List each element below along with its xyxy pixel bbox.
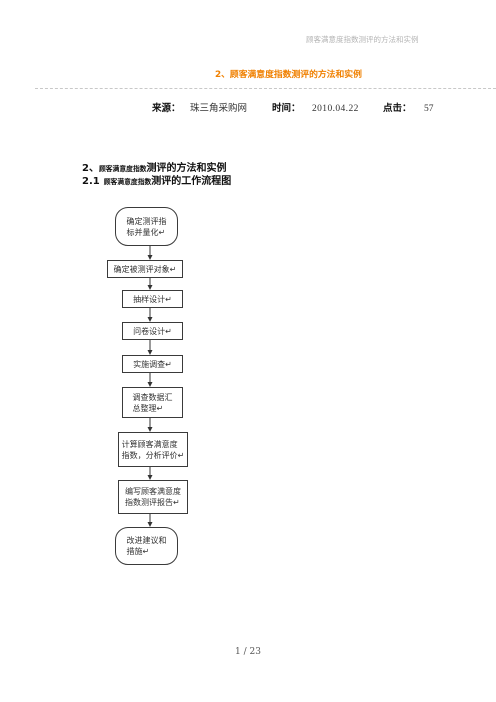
click-count: 57 bbox=[424, 104, 434, 114]
flow-step-calculate-index: 计算顾客满意度 指数，分析评价↵ bbox=[118, 432, 188, 467]
subsection-number: 2.1 bbox=[82, 176, 100, 187]
flow-arrow bbox=[147, 514, 153, 527]
flow-step-text: 调查数据汇 bbox=[132, 392, 173, 402]
flow-step-text: 确定被测评对象↵ bbox=[113, 264, 177, 274]
flow-step-text: 问卷设计↵ bbox=[133, 326, 172, 336]
flow-step-text: 改进建议和 bbox=[126, 536, 167, 545]
subsection-title-main: 测评的工作流程图 bbox=[151, 176, 232, 187]
flow-arrow bbox=[147, 278, 153, 290]
section-heading: 2、顾客满意度指数测评的方法和实例 bbox=[82, 162, 227, 176]
flow-step-sampling-design: 抽样设计↵ bbox=[122, 290, 183, 308]
running-header-title: 顾客满意度指数测评的方法和实例 bbox=[306, 35, 419, 44]
clicks-label: 点击： bbox=[383, 103, 412, 114]
flow-step-text: 指数测评报告↵ bbox=[125, 498, 180, 507]
flow-step-text: 计算顾客满意度 bbox=[121, 439, 178, 449]
flow-step-text: 编写顾客满意度 bbox=[125, 487, 181, 496]
flow-arrow bbox=[147, 418, 153, 432]
header-divider bbox=[35, 88, 496, 89]
flow-step-write-report: 编写顾客满意度 指数测评报告↵ bbox=[118, 480, 188, 514]
page-indicator: 1 / 23 bbox=[235, 647, 261, 657]
flow-arrow bbox=[147, 467, 153, 480]
flow-step-text: 确定测评指 bbox=[126, 216, 167, 226]
source-value: 珠三角采购网 bbox=[190, 104, 248, 114]
flow-step-text: 措施↵ bbox=[126, 547, 150, 556]
source-label: 来源： bbox=[152, 103, 181, 114]
flow-step-improvement: 改进建议和 措施↵ bbox=[115, 527, 178, 565]
flow-step-define-target: 确定被测评对象↵ bbox=[107, 260, 183, 278]
flow-arrow bbox=[147, 340, 153, 355]
flow-step-data-summary: 调查数据汇 总整理↵ bbox=[122, 387, 183, 418]
flow-step-questionnaire-design: 问卷设计↵ bbox=[122, 322, 183, 340]
section-title-main: 测评的方法和实例 bbox=[146, 163, 227, 174]
subsection-title-small: 顾客满意度指数 bbox=[103, 178, 152, 186]
flow-arrow bbox=[147, 373, 153, 387]
flow-step-text: 标并量化↵ bbox=[126, 227, 166, 237]
flow-step-define-indicators: 确定测评指 标并量化↵ bbox=[115, 207, 178, 246]
flow-step-text: 抽样设计↵ bbox=[133, 294, 172, 304]
section-number: 2、 bbox=[82, 163, 99, 174]
section-title-small: 顾客满意度指数 bbox=[98, 165, 147, 173]
flow-step-text: 总整理↵ bbox=[132, 403, 164, 413]
article-title: 2、顾客满意度指数测评的方法和实例 bbox=[215, 70, 362, 80]
flow-step-text: 实施调查↵ bbox=[133, 359, 172, 369]
publish-time: 2010.04.22 bbox=[312, 104, 359, 114]
flow-step-conduct-survey: 实施调查↵ bbox=[122, 355, 183, 373]
flow-step-text: 指数，分析评价↵ bbox=[121, 450, 185, 460]
time-label: 时间： bbox=[272, 103, 301, 114]
flow-arrow bbox=[147, 246, 153, 260]
flow-arrow bbox=[147, 308, 153, 322]
